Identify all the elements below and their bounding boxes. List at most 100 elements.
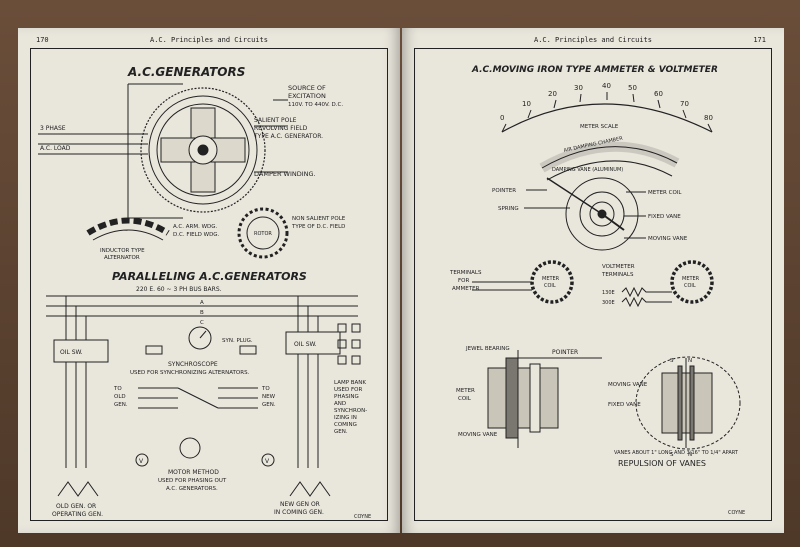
- label-fixed-vane: FIXED VANE: [648, 214, 681, 220]
- right-page: A.C. Principles and Circuits 171 A.C.MOV…: [402, 28, 784, 533]
- running-title-right: A.C. Principles and Circuits: [533, 36, 652, 44]
- label-damper-winding: DAMPER WINDING.: [254, 170, 316, 178]
- lamp-bank: [337, 323, 361, 365]
- label-inductor-1: INDUCTOR TYPE: [100, 248, 145, 254]
- page-number-left: 170: [36, 36, 49, 44]
- paralleling-subtitle: 220 E. 60 ~ 3 PH BUS BARS.: [136, 286, 222, 293]
- label-source: SOURCE OF: [288, 84, 326, 92]
- label-meter-coil: METER COIL: [648, 190, 682, 196]
- label-excitation-volts: 110V. TO 440V. D.C.: [288, 102, 343, 108]
- right-page-frame: [414, 48, 772, 521]
- ammeter-coil: [472, 260, 574, 304]
- voltmeter-coil-2: COIL: [684, 283, 696, 289]
- scale-80: 80: [704, 114, 713, 122]
- right-page-diagrams: A.C.MOVING IRON TYPE AMMETER & VOLTMETER…: [449, 65, 745, 516]
- to-new-1: TO: [261, 386, 270, 392]
- lamp-4: AND: [334, 401, 346, 407]
- left-page-diagrams: A.C.GENERATORS: [38, 65, 371, 520]
- salient-pole-generator: [127, 83, 266, 219]
- lamp-5: SYNCHRON-: [334, 408, 367, 414]
- label-vane-pointer: POINTER: [552, 349, 578, 356]
- scale-10: 10: [522, 100, 531, 108]
- synchroscope: [145, 326, 257, 355]
- old-gen-2: OPERATING GEN.: [52, 511, 103, 518]
- label-volt-terminals-2: TERMINALS: [601, 272, 634, 278]
- meter-scale-arc: [501, 92, 713, 133]
- repulsion-of-vanes: [635, 356, 741, 450]
- label-syn-plug: SYN. PLUG.: [222, 338, 253, 344]
- label-salient-3: TYPE A.C. GENERATOR.: [253, 133, 323, 140]
- motor-2: USED FOR PHASING OUT: [158, 478, 227, 484]
- vane-fixed-vane: FIXED VANE: [608, 402, 641, 408]
- page-number-right: 171: [753, 36, 766, 44]
- label-salient-2: REVOLVING FIELD: [254, 125, 308, 132]
- coyne-right: COYNE: [728, 510, 745, 516]
- phasing-switches: [138, 387, 258, 409]
- vane-moving-vane-right: MOVING VANE: [608, 382, 648, 388]
- bus-b-label: B: [200, 310, 204, 316]
- scale-40: 40: [602, 82, 611, 90]
- to-old-1: TO: [113, 386, 122, 392]
- label-jewel-bearing: JEWEL BEARING: [465, 346, 510, 352]
- label-inductor-2: ALTERNATOR: [104, 255, 140, 261]
- bus-c-label: C: [200, 320, 204, 326]
- left-page: 170 A.C. Principles and Circuits A.C.GEN…: [18, 28, 400, 533]
- coyne-left: COYNE: [354, 514, 371, 520]
- to-new-3: GEN.: [262, 402, 276, 408]
- label-resistor-300: 300E: [602, 300, 615, 306]
- lamp-8: GEN.: [334, 429, 348, 435]
- to-old-3: GEN.: [114, 402, 128, 408]
- meter-scale-numbers: 0 10 20 30 40 50 60 70 80: [500, 82, 713, 122]
- feeder-lines: [53, 296, 341, 468]
- pole-n-bottom: N: [688, 452, 692, 458]
- lamp-1: LAMP BANK: [334, 380, 366, 386]
- label-arm-wdg: A.C. ARM. WDG.: [173, 224, 218, 230]
- inductor-alternator: [86, 217, 170, 241]
- to-old-2: OLD: [114, 394, 126, 400]
- lamp-6: IZING IN: [334, 415, 357, 421]
- bus-a-label: A: [200, 300, 204, 306]
- label-pointer: POINTER: [492, 188, 516, 194]
- label-salient-1: SALIENT POLE: [254, 117, 297, 124]
- vane-meter-coil-1: METER: [456, 388, 475, 394]
- generator-load-leads: [38, 99, 288, 173]
- left-page-frame: [30, 48, 388, 521]
- lamp-7: COMING: [334, 422, 357, 428]
- lamp-2: USED FOR: [334, 387, 362, 393]
- scale-20: 20: [548, 90, 557, 98]
- old-gen-1: OLD GEN. OR: [56, 503, 96, 510]
- label-synchroscope-use: USED FOR SYNCHRONIZING ALTERNATORS.: [130, 370, 250, 376]
- repulsion-caption: REPULSION OF VANES: [618, 459, 706, 468]
- oil-switch-right: OIL SW.: [294, 341, 317, 348]
- vane-construction-left: [487, 350, 602, 448]
- new-gen-1: NEW GEN OR: [280, 501, 320, 508]
- voltmeter-coil-1: METER: [682, 276, 700, 282]
- label-damping-vane: DAMPING VANE (ALUMINUM): [552, 167, 623, 173]
- scale-30: 30: [574, 84, 583, 92]
- pole-s-top: S: [670, 358, 674, 364]
- label-volt-terminals-1: VOLTMETER: [602, 264, 635, 270]
- label-spring: SPRING: [498, 206, 519, 212]
- label-nonsalient-2: TYPE OF D.C. FIELD: [291, 224, 345, 230]
- lamp-3: PHASING: [334, 394, 359, 400]
- scale-0: 0: [500, 114, 504, 122]
- motor-1: MOTOR METHOD: [168, 469, 219, 476]
- label-terminals-1: TERMINALS: [449, 270, 482, 276]
- voltmeter-v-right: V: [265, 458, 270, 465]
- vane-moving-vane-left: MOVING VANE: [458, 432, 498, 438]
- oil-switch-left: OIL SW.: [60, 349, 83, 356]
- voltmeter-coil: [621, 260, 714, 308]
- scale-60: 60: [654, 90, 663, 98]
- label-resistor-130: 130E: [602, 290, 615, 296]
- new-gen-2: IN COMING GEN.: [274, 509, 324, 516]
- scale-70: 70: [680, 100, 689, 108]
- label-field-wdg: D.C. FIELD WDG.: [173, 232, 220, 238]
- non-salient-rotor: [237, 207, 289, 259]
- label-moving-vane: MOVING VANE: [648, 236, 688, 242]
- vane-meter-coil-2: COIL: [458, 396, 472, 402]
- ammeter-coil-1: METER: [542, 276, 560, 282]
- ammeter-coil-2: COIL: [544, 283, 556, 289]
- to-new-2: NEW: [262, 394, 276, 400]
- label-rotor: ROTOR: [254, 231, 272, 237]
